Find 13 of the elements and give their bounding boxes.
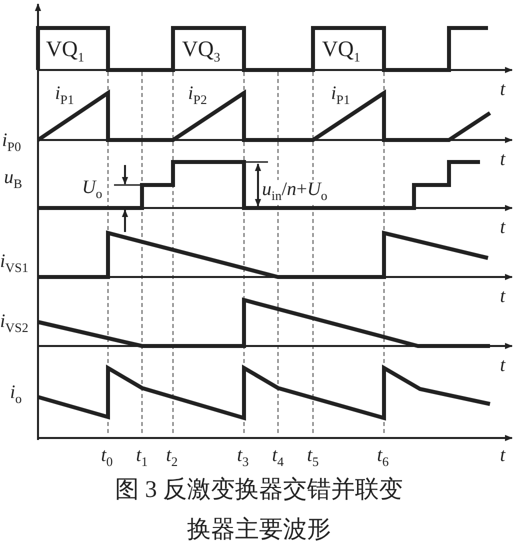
- dimension-label: u$_{in}$/n+U$_{o}$: [262, 180, 328, 202]
- axis-label: i$_{P0}$: [2, 131, 22, 153]
- waveform-label: VQ$_{1}$: [46, 38, 84, 64]
- waveform-label: i$_{P2}$: [188, 84, 208, 106]
- axis-label: i$_{VS2}$: [0, 312, 28, 334]
- waveform-label: VQ$_{1}$: [322, 38, 360, 64]
- waveform-label: i$_{P1}$: [55, 84, 74, 106]
- axis-label: i$_{VS1}$: [0, 252, 28, 274]
- waveform-label: VQ$_{3}$: [182, 38, 220, 64]
- waveform-label: i$_{P1}$: [331, 84, 350, 106]
- axis-label: i$_{o}$: [10, 383, 22, 405]
- dimension-label: U$_{o}$: [82, 178, 102, 200]
- figure-caption: 图 3 反激变换器交错并联变换器主要波形: [114, 476, 404, 545]
